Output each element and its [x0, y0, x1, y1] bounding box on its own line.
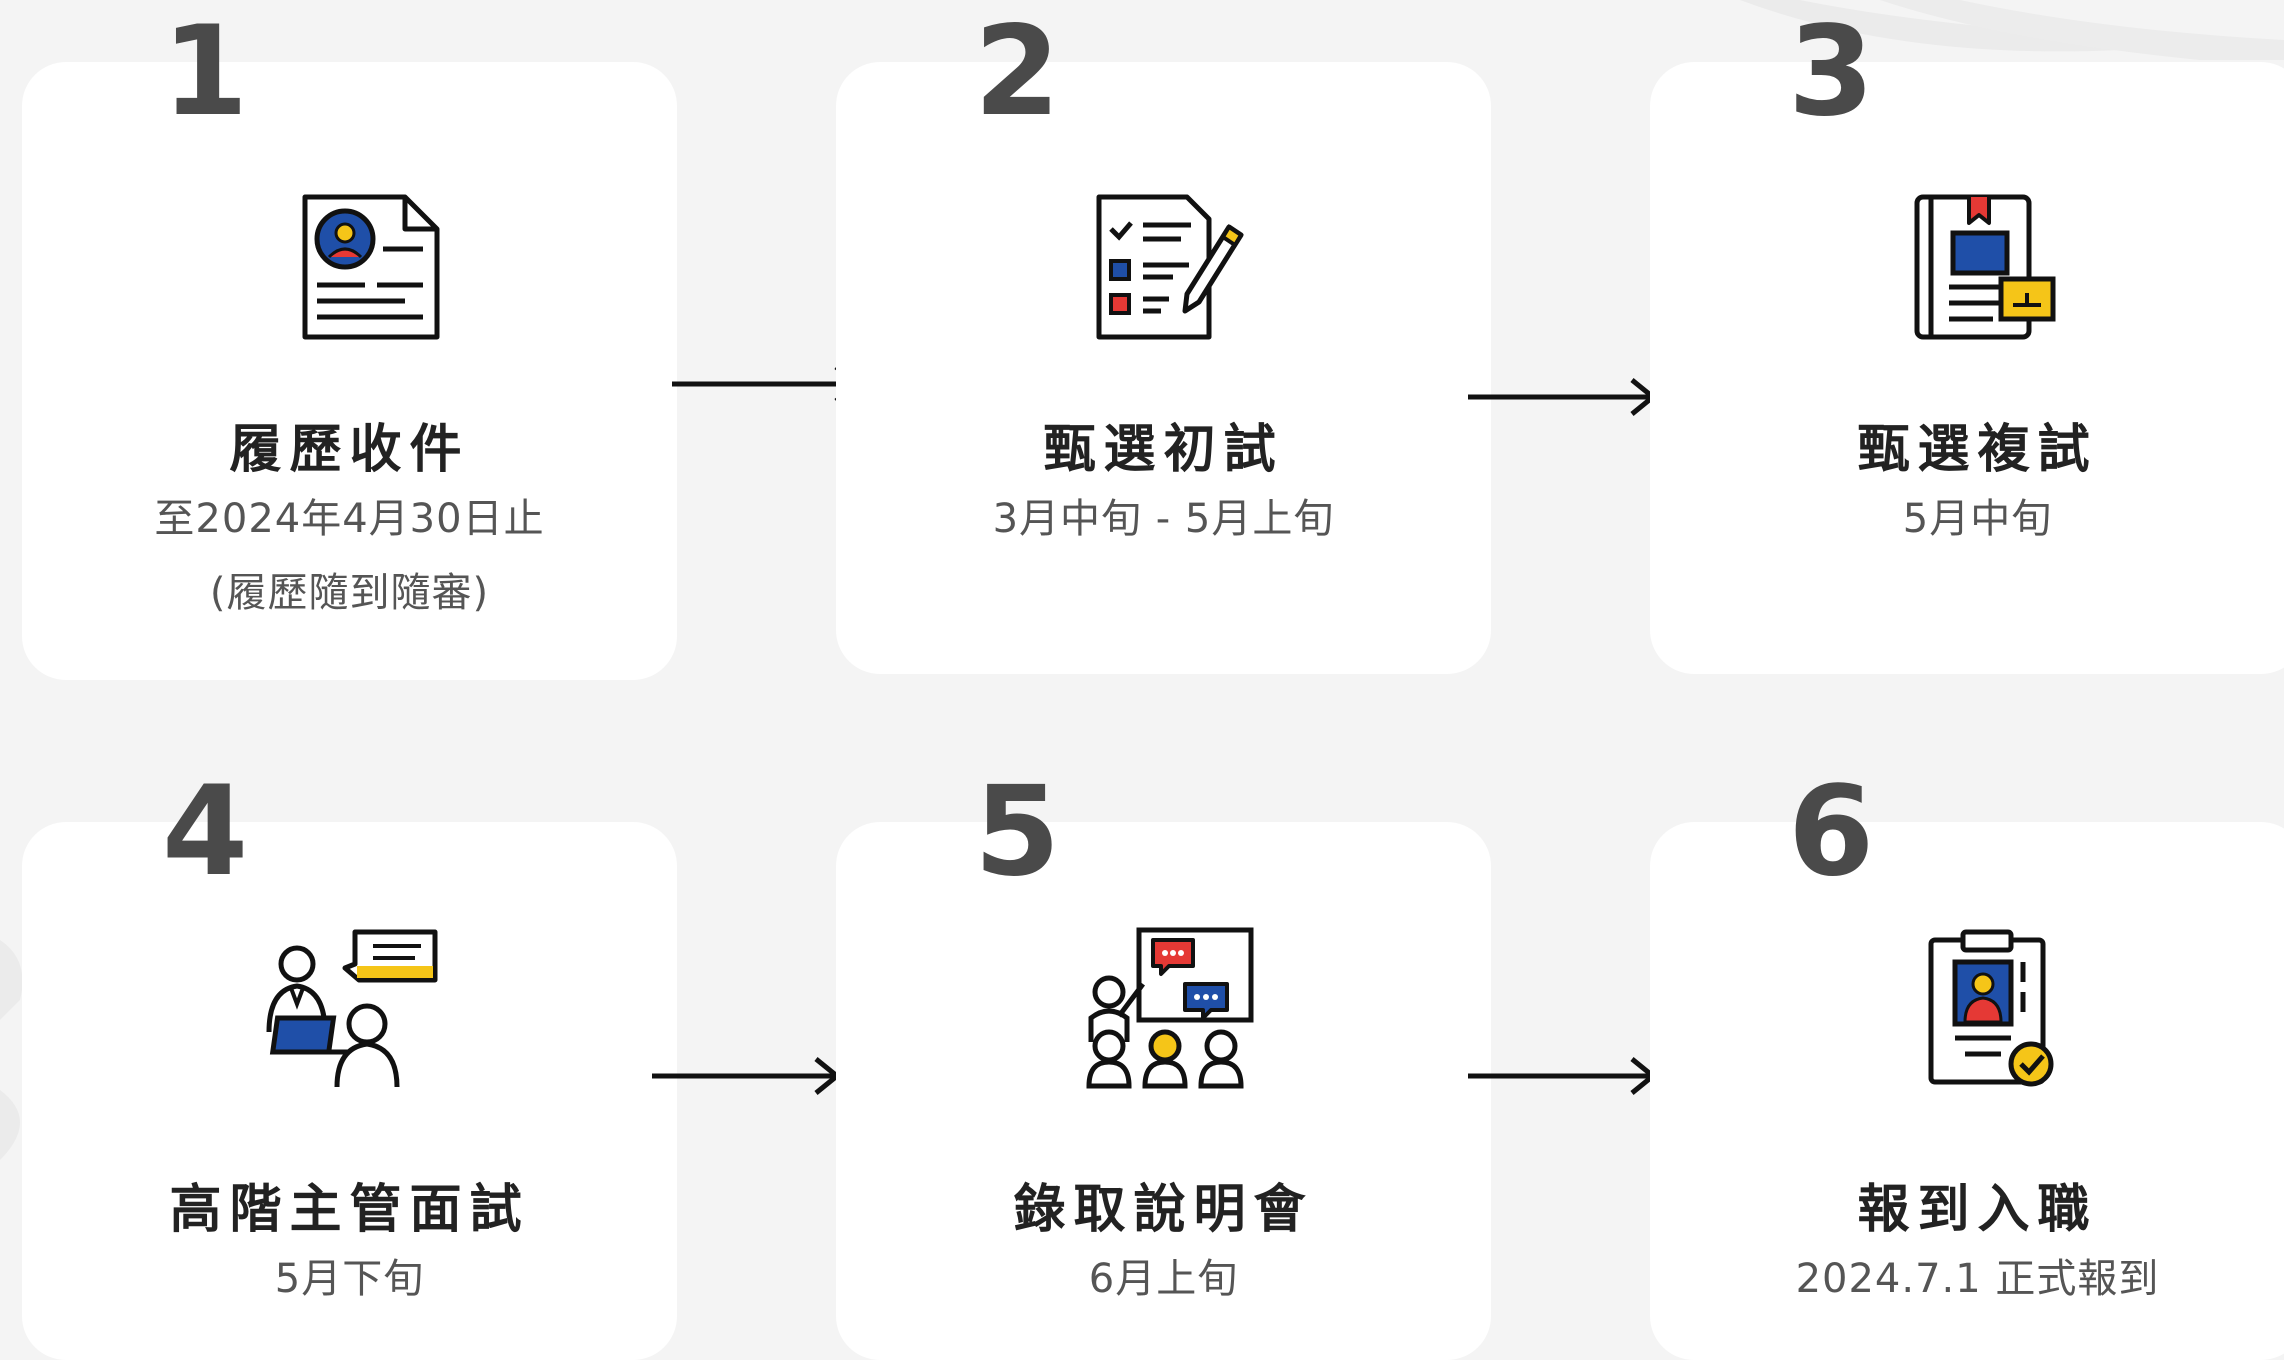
onboarding-icon — [1883, 922, 2073, 1092]
resume-icon — [255, 177, 445, 347]
step-card-2: 甄選初試 3月中旬 - 5月上旬 — [836, 62, 1491, 674]
step-detail: 至2024年4月30日止 — [154, 496, 545, 542]
step-title: 錄取說明會 — [1013, 1180, 1314, 1240]
step-detail: (履歷隨到隨審) — [209, 570, 490, 616]
step-card-4: 高階主管面試 5月下旬 — [22, 822, 677, 1360]
checklist-icon — [1069, 177, 1259, 347]
arrow-right-icon — [652, 1056, 842, 1096]
presentation-icon — [1069, 922, 1259, 1092]
step-number-1: 1 — [162, 0, 248, 144]
step-title: 甄選複試 — [1857, 420, 2098, 480]
arrow-right-icon — [672, 364, 862, 404]
step-number-2: 2 — [974, 0, 1060, 144]
step-detail: 3月中旬 - 5月上旬 — [992, 496, 1335, 542]
step-title: 履歷收件 — [229, 420, 470, 480]
step-card-5: 錄取說明會 6月上旬 — [836, 822, 1491, 1360]
step-detail: 5月下旬 — [274, 1256, 425, 1302]
interview-icon — [255, 922, 445, 1092]
step-detail: 6月上旬 — [1088, 1256, 1239, 1302]
arrow-right-icon — [1468, 1056, 1658, 1096]
step-number-6: 6 — [1788, 760, 1874, 904]
step-card-6: 報到入職 2024.7.1 正式報到 — [1650, 822, 2284, 1360]
step-number-3: 3 — [1788, 0, 1874, 144]
step-detail: 2024.7.1 正式報到 — [1795, 1256, 2160, 1302]
step-title: 高階主管面試 — [169, 1180, 530, 1240]
step-card-3: 甄選複試 5月中旬 — [1650, 62, 2284, 674]
arrow-right-icon — [1468, 377, 1658, 417]
step-title: 報到入職 — [1857, 1180, 2098, 1240]
step-number-4: 4 — [162, 760, 248, 904]
portfolio-icon — [1883, 177, 2073, 347]
step-number-5: 5 — [974, 760, 1060, 904]
step-title: 甄選初試 — [1043, 420, 1284, 480]
step-detail: 5月中旬 — [1902, 496, 2053, 542]
step-card-1: 履歷收件 至2024年4月30日止 (履歷隨到隨審) — [22, 62, 677, 680]
